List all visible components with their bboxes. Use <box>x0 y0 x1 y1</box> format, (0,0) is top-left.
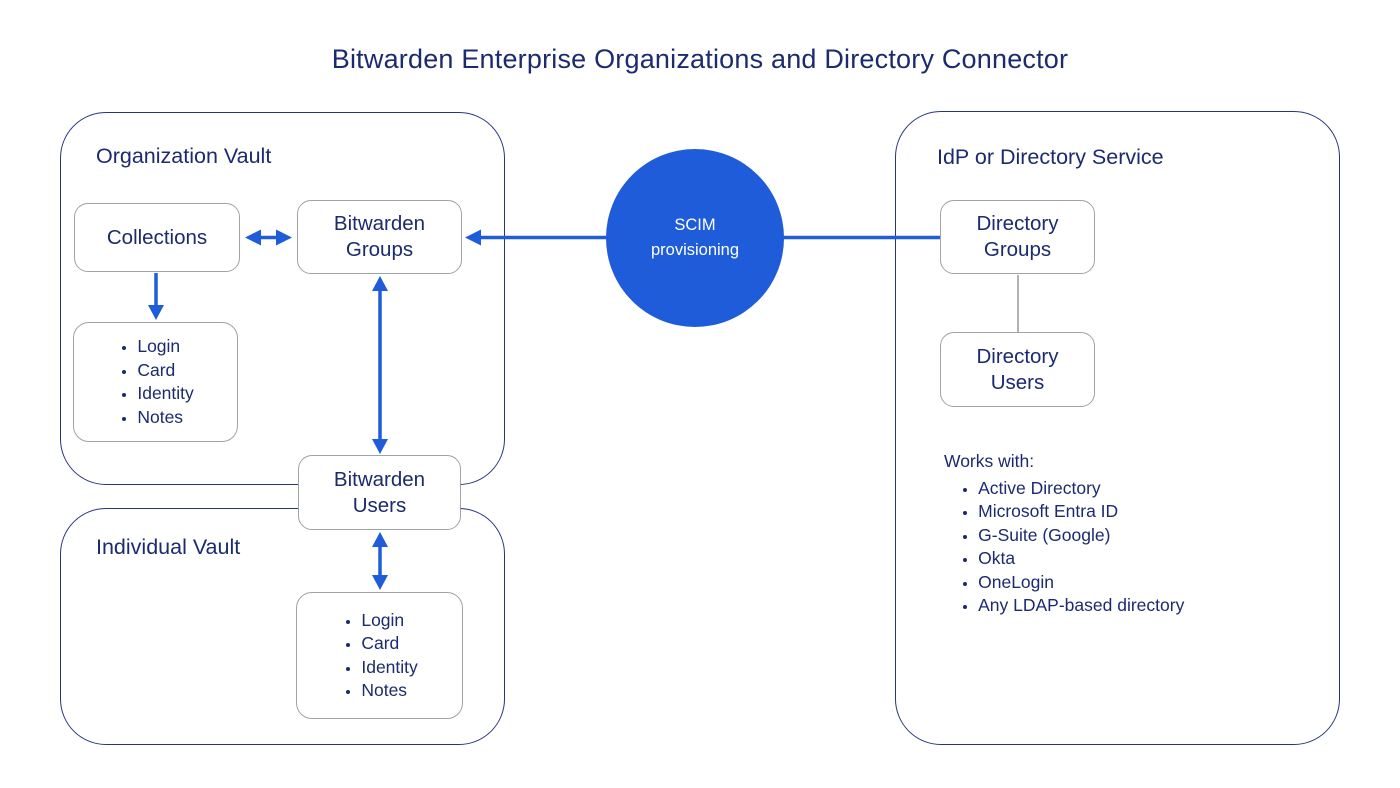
organization-vault-label: Organization Vault <box>96 144 272 168</box>
works-with-heading: Works with: <box>944 451 1035 471</box>
individual-vault-container: Individual Vault <box>60 508 505 745</box>
bitwarden-groups-label: Bitwarden Groups <box>333 212 426 261</box>
works-with-section: Works with: Active DirectoryMicrosoft En… <box>944 451 1304 617</box>
organization-item-types-box: LoginCardIdentityNotes <box>73 322 238 442</box>
list-item: Notes <box>137 406 193 430</box>
list-item: Login <box>361 609 417 633</box>
organization-vault-container: Organization Vault <box>60 112 505 485</box>
list-item: Okta <box>978 547 1304 570</box>
list-item: Identity <box>137 382 193 406</box>
list-item: Microsoft Entra ID <box>978 500 1304 523</box>
directory-users-label: Directory Users <box>976 344 1059 394</box>
directory-groups-label: Directory Groups <box>976 212 1059 261</box>
list-item: Identity <box>361 656 417 680</box>
list-item: G-Suite (Google) <box>978 524 1304 547</box>
idp-directory-service-label: IdP or Directory Service <box>937 145 1164 169</box>
collections-label: Collections <box>106 225 208 249</box>
individual-vault-label: Individual Vault <box>96 535 241 559</box>
list-item: Card <box>361 632 417 656</box>
works-with-list: Active DirectoryMicrosoft Entra IDG-Suit… <box>958 477 1304 617</box>
scim-provisioning-circle: SCIM provisioning <box>606 149 784 327</box>
list-item: Notes <box>361 679 417 703</box>
individual-item-types-list: LoginCardIdentityNotes <box>341 609 417 703</box>
list-item: Active Directory <box>978 477 1304 500</box>
directory-users-box: Directory Users <box>940 332 1095 407</box>
list-item: Login <box>137 335 193 359</box>
collections-box: Collections <box>74 203 240 272</box>
idp-directory-service-container: IdP or Directory Service Works with: Act… <box>895 111 1340 745</box>
bitwarden-groups-box: Bitwarden Groups <box>297 200 462 274</box>
list-item: Card <box>137 359 193 383</box>
directory-groups-box: Directory Groups <box>940 200 1095 274</box>
scim-provisioning-label: SCIM provisioning <box>650 216 740 259</box>
bitwarden-users-label: Bitwarden Users <box>333 467 426 517</box>
individual-item-types-box: LoginCardIdentityNotes <box>296 592 463 719</box>
diagram-title: Bitwarden Enterprise Organizations and D… <box>331 44 1069 74</box>
list-item: Any LDAP-based directory <box>978 594 1304 617</box>
list-item: OneLogin <box>978 571 1304 594</box>
organization-item-types-list: LoginCardIdentityNotes <box>117 335 193 430</box>
bitwarden-users-box: Bitwarden Users <box>298 455 461 530</box>
